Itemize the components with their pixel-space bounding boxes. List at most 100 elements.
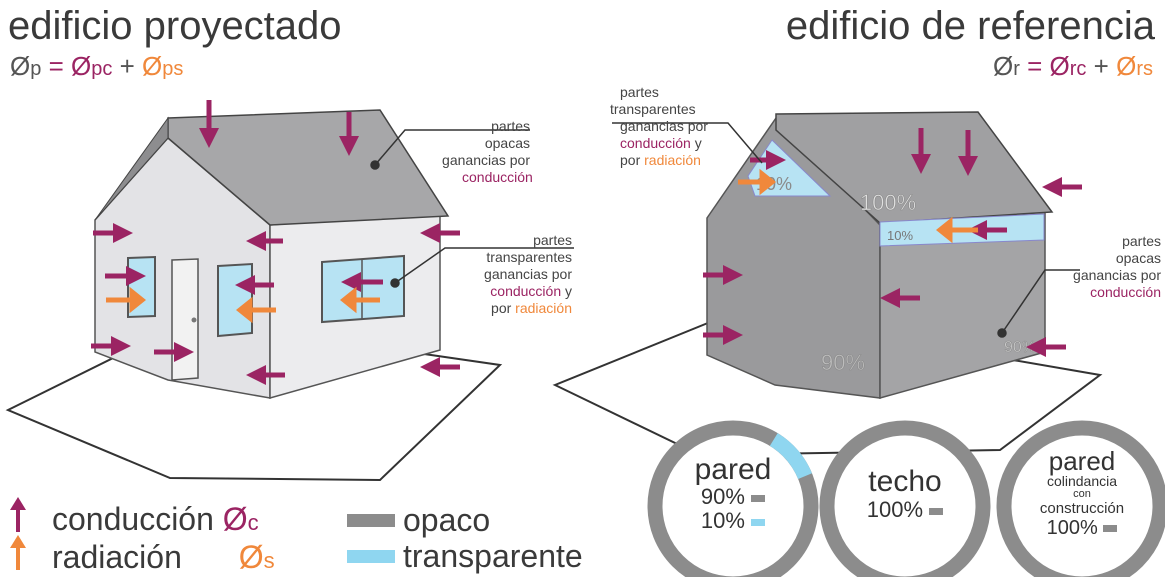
ring-subtitle: colindancia [1046,473,1118,489]
ring-value-opaque: 100% [866,497,924,522]
pct-wall-left: 90% [821,350,865,375]
legend-conduction-sub: c [247,510,259,535]
note-line: opacas [1115,250,1161,266]
ring-wall-content: pared 90% 10% [673,455,793,533]
note-line: partes [620,84,659,100]
note-radiation: radiación [515,300,572,316]
opaque-swatch [751,494,766,502]
pct-wall-right: 90% [1004,339,1036,356]
legend-opaque-label: opaco [403,502,491,538]
note-transparent-left: partes transparentes ganancias por condu… [456,232,572,317]
leader-lines-right [612,122,1080,338]
percentage-rings [647,420,1165,577]
ring-wall [647,420,819,577]
radiation-arrows-right [738,168,978,244]
legend-radiation-sub: s [263,548,275,573]
ring-shared-wall-content: pared colindancia con construcción 100% [1022,448,1142,539]
right-formula: Ør = Ørc + Ørs [993,52,1153,83]
pct-roof: 100% [860,190,916,215]
legend-arrows [10,497,26,570]
right-title: edificio de referencia [785,4,1155,48]
note-line: ganancias por [484,266,572,282]
formula-total-sub: r [1013,58,1020,80]
radiation-arrows-left [106,286,380,324]
ring-value-opaque: 100% [1046,517,1098,539]
formula-conduction-sub: rc [1069,58,1087,80]
legend-transparent-label: transparente [403,538,583,574]
formula-conduction-symbol: Ø [1049,51,1070,81]
ring-roof [819,420,991,577]
formula-total-symbol: Ø [10,51,31,81]
note-line: ganancias por [620,118,708,134]
note-line: partes [491,118,530,134]
note-and: y [561,283,572,299]
note-line: conducción y [456,283,572,300]
roof-front-edge [94,116,169,221]
ring-wall-transparent-segment [769,433,812,480]
note-line: transparentes [610,101,696,117]
note-line: por radiación [620,152,708,169]
window-middle [217,262,253,338]
leader-lines-left [370,129,574,288]
legend-opaque-swatch [347,514,395,527]
ring-subtitle: construcción [1039,500,1125,517]
projected-house [5,109,503,482]
note-line: conducción [462,169,533,185]
note-line: transparentes [486,249,572,265]
ring-roof-content: techo 100% [845,466,965,522]
note-by: por [620,152,645,168]
formula-total-symbol: Ø [992,51,1014,81]
ring-value-transparent: 10% [700,508,745,533]
ring-title: techo [868,465,942,498]
note-radiation: radiación [644,152,701,168]
note-opaque-left: partes opacas ganancias por conducción [442,118,533,186]
note-conduction: conducción [490,283,562,299]
note-line: opacas [484,135,530,151]
note-line: por radiación [456,300,572,317]
ring-shared-wall [996,420,1165,577]
left-title: edificio proyectado [8,4,342,48]
legend-conduction: conducción Øc [52,502,259,540]
formula-radiation-sub: rs [1136,58,1153,80]
formula-conduction-symbol: Ø [71,51,92,81]
note-line: partes [533,232,572,248]
reference-house [552,111,1103,457]
left-formula: Øp = Øpc + Øps [10,52,183,83]
ring-title: pared [694,453,772,486]
ring-title: pared [1048,446,1116,476]
note-by: por [491,300,516,316]
note-conduction: conducción [620,135,691,151]
note-line: conducción y [620,135,708,152]
legend-conduction-symbol: Ø [222,501,248,537]
pct-wall-window: 10% [887,228,913,243]
opaque-swatch [1103,525,1118,533]
formula-radiation-symbol: Ø [142,51,163,81]
formula-conduction-sub: pc [91,58,113,80]
note-line: ganancias por [442,152,530,168]
formula-plus: + [1093,51,1109,81]
ring-value-opaque: 90% [700,484,745,509]
note-line: conducción [1090,284,1161,300]
window-right [321,254,405,324]
note-transparent-right: partes transparentes ganancias por condu… [610,84,708,169]
conduction-arrows-left [91,100,460,385]
legend-transparent-swatch [347,550,395,563]
formula-equals: = [48,51,64,81]
note-and: y [690,135,702,151]
legend-radiation: radiación Øs [52,540,275,578]
note-opaque-right: partes opacas ganancias por conducción [1063,233,1161,301]
formula-equals: = [1027,51,1043,81]
legend-radiation-label: radiación [52,539,182,575]
formula-plus: + [119,51,135,81]
legend-radiation-symbol: Ø [238,539,264,575]
note-line: partes [1122,233,1161,249]
opaque-swatch [929,507,944,515]
formula-radiation-symbol: Ø [1116,51,1137,81]
ring-subtitle: con [1073,488,1091,500]
formula-total-sub: p [30,58,42,80]
legend-conduction-label: conducción [52,501,214,537]
note-line: ganancias por [1073,267,1161,283]
formula-radiation-sub: ps [162,58,184,80]
transparent-swatch [751,518,766,526]
